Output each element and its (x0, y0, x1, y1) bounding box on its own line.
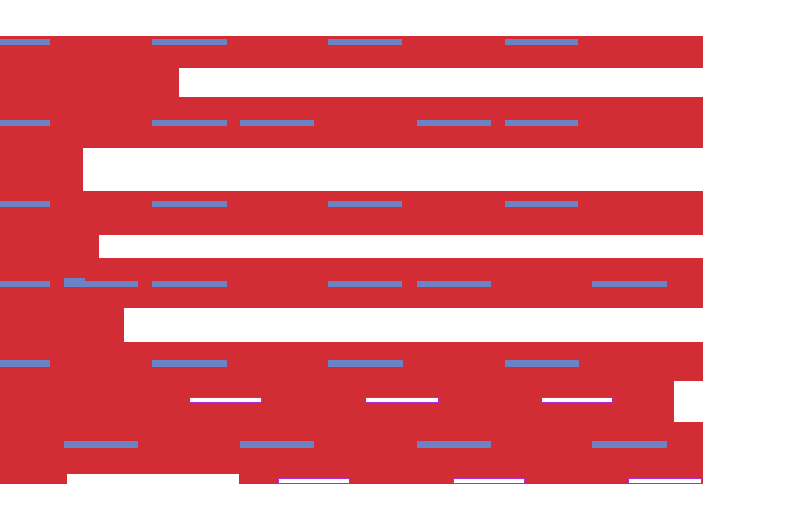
accent-line (189, 397, 262, 403)
blue-bar (592, 281, 667, 287)
blue-bar (0, 120, 50, 126)
blue-bar (152, 120, 227, 126)
blue-bar (328, 39, 402, 45)
blue-bar (505, 120, 578, 126)
blue-bar (417, 281, 491, 287)
blue-bar (505, 39, 578, 45)
blue-bar (64, 441, 138, 448)
blue-bar (152, 201, 227, 207)
blue-bar (0, 39, 50, 45)
blue-bar (0, 281, 50, 287)
blue-bar (240, 120, 314, 126)
blue-bar (505, 201, 578, 207)
blue-bar (240, 441, 314, 448)
white-notch (83, 148, 703, 191)
blue-bar (328, 360, 403, 367)
blue-bar (0, 360, 50, 367)
blue-bar (328, 281, 402, 287)
blue-bar (328, 201, 402, 207)
accent-line (453, 478, 525, 484)
white-notch (124, 308, 703, 342)
blue-bar (64, 281, 138, 287)
red-block (0, 36, 703, 484)
white-notch (99, 235, 703, 258)
white-notch (674, 381, 703, 422)
blue-bar (417, 441, 491, 448)
blue-bar (417, 120, 491, 126)
white-notch (179, 68, 703, 97)
accent-line (628, 478, 702, 484)
white-notch (67, 474, 239, 484)
blue-bar (592, 441, 667, 448)
blue-bar (152, 360, 227, 367)
blue-bar (152, 281, 227, 287)
blue-bar (0, 201, 50, 207)
accent-line (365, 397, 439, 403)
blue-bar (505, 360, 579, 367)
accent-line (541, 397, 613, 403)
blue-bar (152, 39, 227, 45)
accent-line (278, 478, 350, 484)
